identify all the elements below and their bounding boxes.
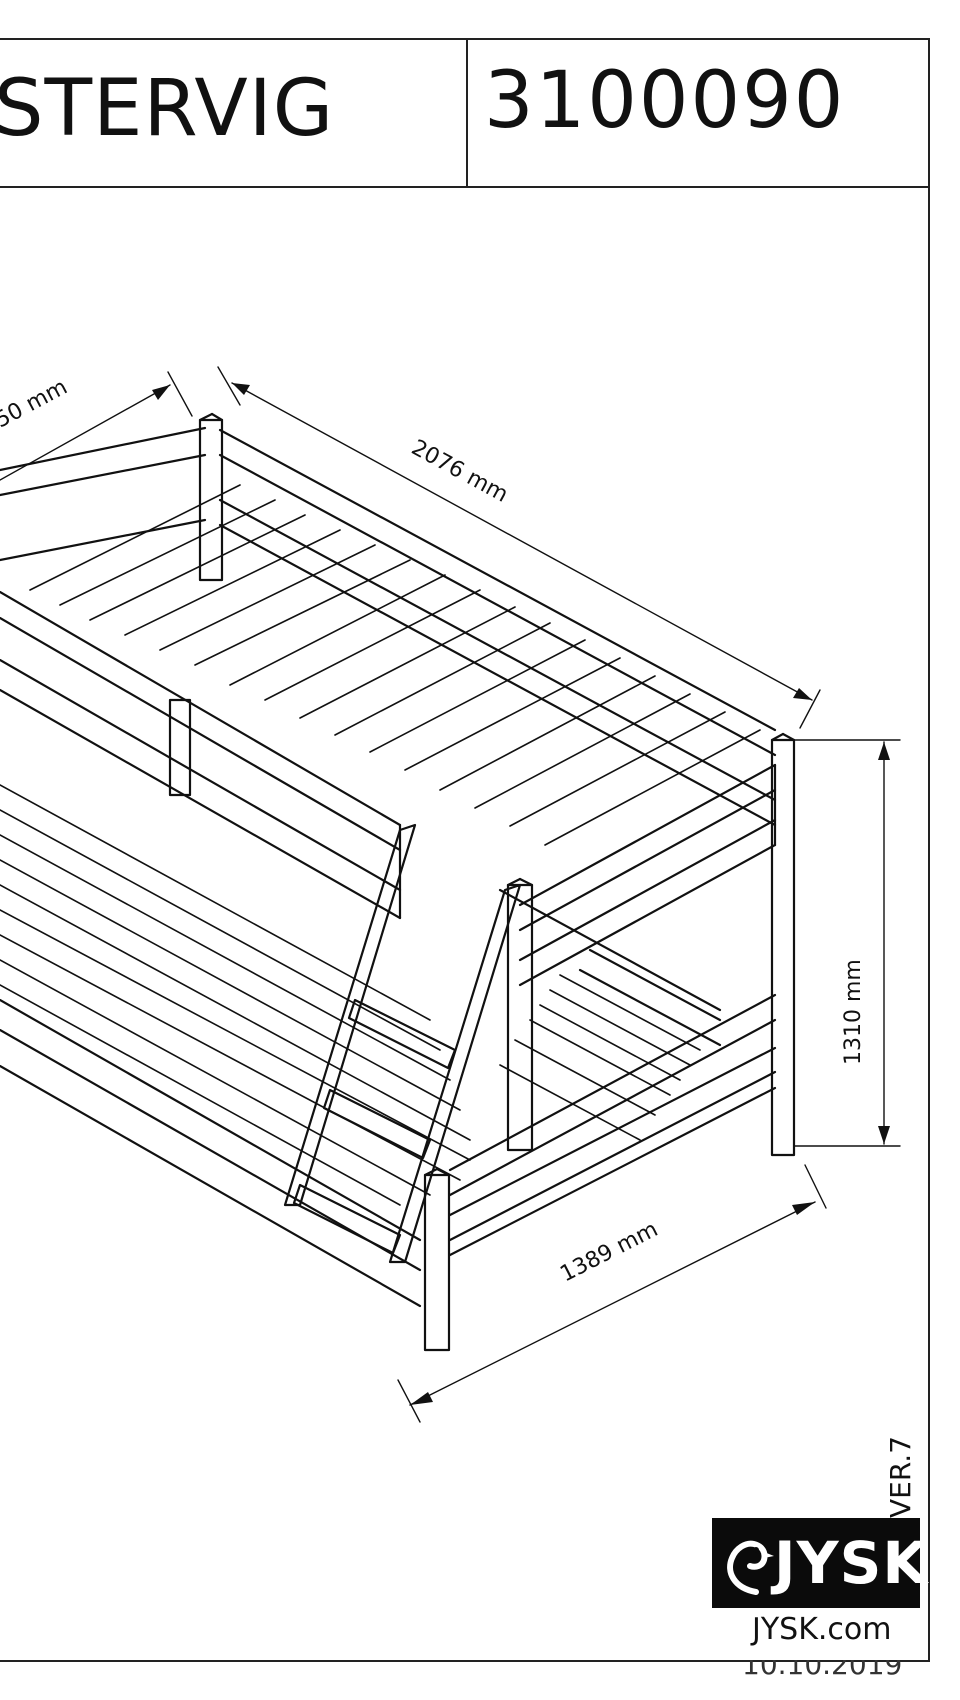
lower-back-rails [448, 948, 777, 1257]
header-divider [466, 38, 468, 188]
dimension-height [794, 739, 901, 1147]
lower-front-rail [0, 998, 422, 1308]
upper-side-rail [0, 590, 722, 1012]
bird-icon [727, 1540, 774, 1595]
dimension-depth [397, 1164, 827, 1423]
dimension-label-length: 2076 mm [407, 435, 512, 507]
dimension-width [0, 371, 193, 481]
dimension-label-width: 50 mm [0, 375, 72, 434]
date-text: 10.10.2019 [742, 1660, 902, 1676]
upper-back-rails [0, 426, 777, 827]
version-label: VER.7 [884, 1435, 917, 1518]
logo-text: JYSK [774, 1529, 929, 1597]
product-number: 3100090 [484, 56, 846, 146]
ladder [283, 823, 522, 1264]
lower-slats [0, 784, 701, 1206]
header-frame [0, 38, 930, 188]
date-text-clipped: 10.10.2019 [742, 1660, 932, 1676]
dimension-label-depth: 1389 mm [556, 1217, 662, 1287]
product-name: STERVIG [0, 64, 335, 154]
dimension-length [217, 366, 821, 729]
page-border-bottom [0, 1660, 930, 1662]
upper-slats [29, 484, 761, 846]
jysk-logo: JYSK [712, 1518, 927, 1608]
dimension-label-height: 1310 mm [841, 959, 866, 1065]
upper-end-rails [518, 763, 777, 987]
bed-posts [168, 412, 796, 1352]
website-text: JYSK.com [752, 1612, 892, 1647]
page-border-right [928, 186, 930, 1662]
